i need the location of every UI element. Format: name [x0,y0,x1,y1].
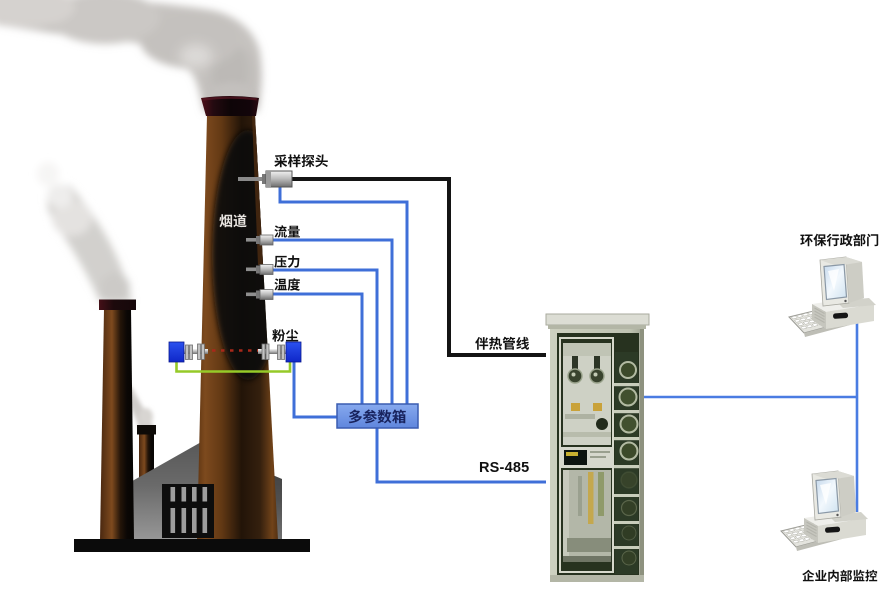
svg-text:RS-485: RS-485 [479,460,529,476]
